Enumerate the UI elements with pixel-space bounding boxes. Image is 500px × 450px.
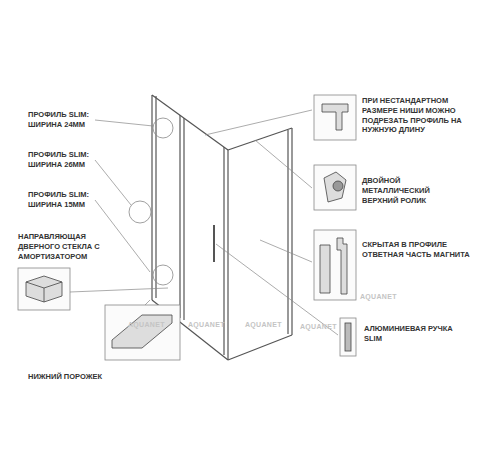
detail-sketch — [26, 104, 351, 351]
watermark: AQUANET — [188, 320, 248, 329]
callout-label: НИЖНИЙ ПОРОЖЕК — [28, 372, 118, 382]
watermark: AQUANET — [245, 320, 305, 329]
callout-label: АЛЮМИНИЕВАЯ РУЧКА SLIM — [364, 324, 464, 344]
watermark: AQUANET — [128, 320, 188, 329]
callout-label: ПРОФИЛЬ SLIM: ШИРИНА 24ММ — [28, 110, 100, 130]
callout-label: ПРОФИЛЬ SLIM: ШИРИНА 15ММ — [28, 190, 100, 210]
callout-label: ПРОФИЛЬ SLIM: ШИРИНА 26ММ — [28, 150, 100, 170]
watermark: AQUANET — [360, 292, 420, 301]
callout-label: ДВОЙНОЙ МЕТАЛЛИЧЕСКИЙ ВЕРХНИЙ РОЛИК — [362, 176, 466, 205]
callout-circle — [129, 118, 173, 285]
detail-box — [18, 95, 356, 360]
callout-label: НАПРАВЛЯЮЩАЯ ДВЕРНОГО СТЕКЛА С АМОРТИЗАТ… — [18, 232, 110, 261]
callout-label: СКРЫТАЯ В ПРОФИЛЕ ОТВЕТНАЯ ЧАСТЬ МАГНИТА — [362, 240, 470, 260]
callout-label: ПРИ НЕСТАНДАРТНОМ РАЗМЕРЕ НИШИ МОЖНО ПОД… — [362, 96, 480, 135]
leader-line — [70, 110, 338, 335]
watermark: AQUANET — [300, 322, 360, 331]
